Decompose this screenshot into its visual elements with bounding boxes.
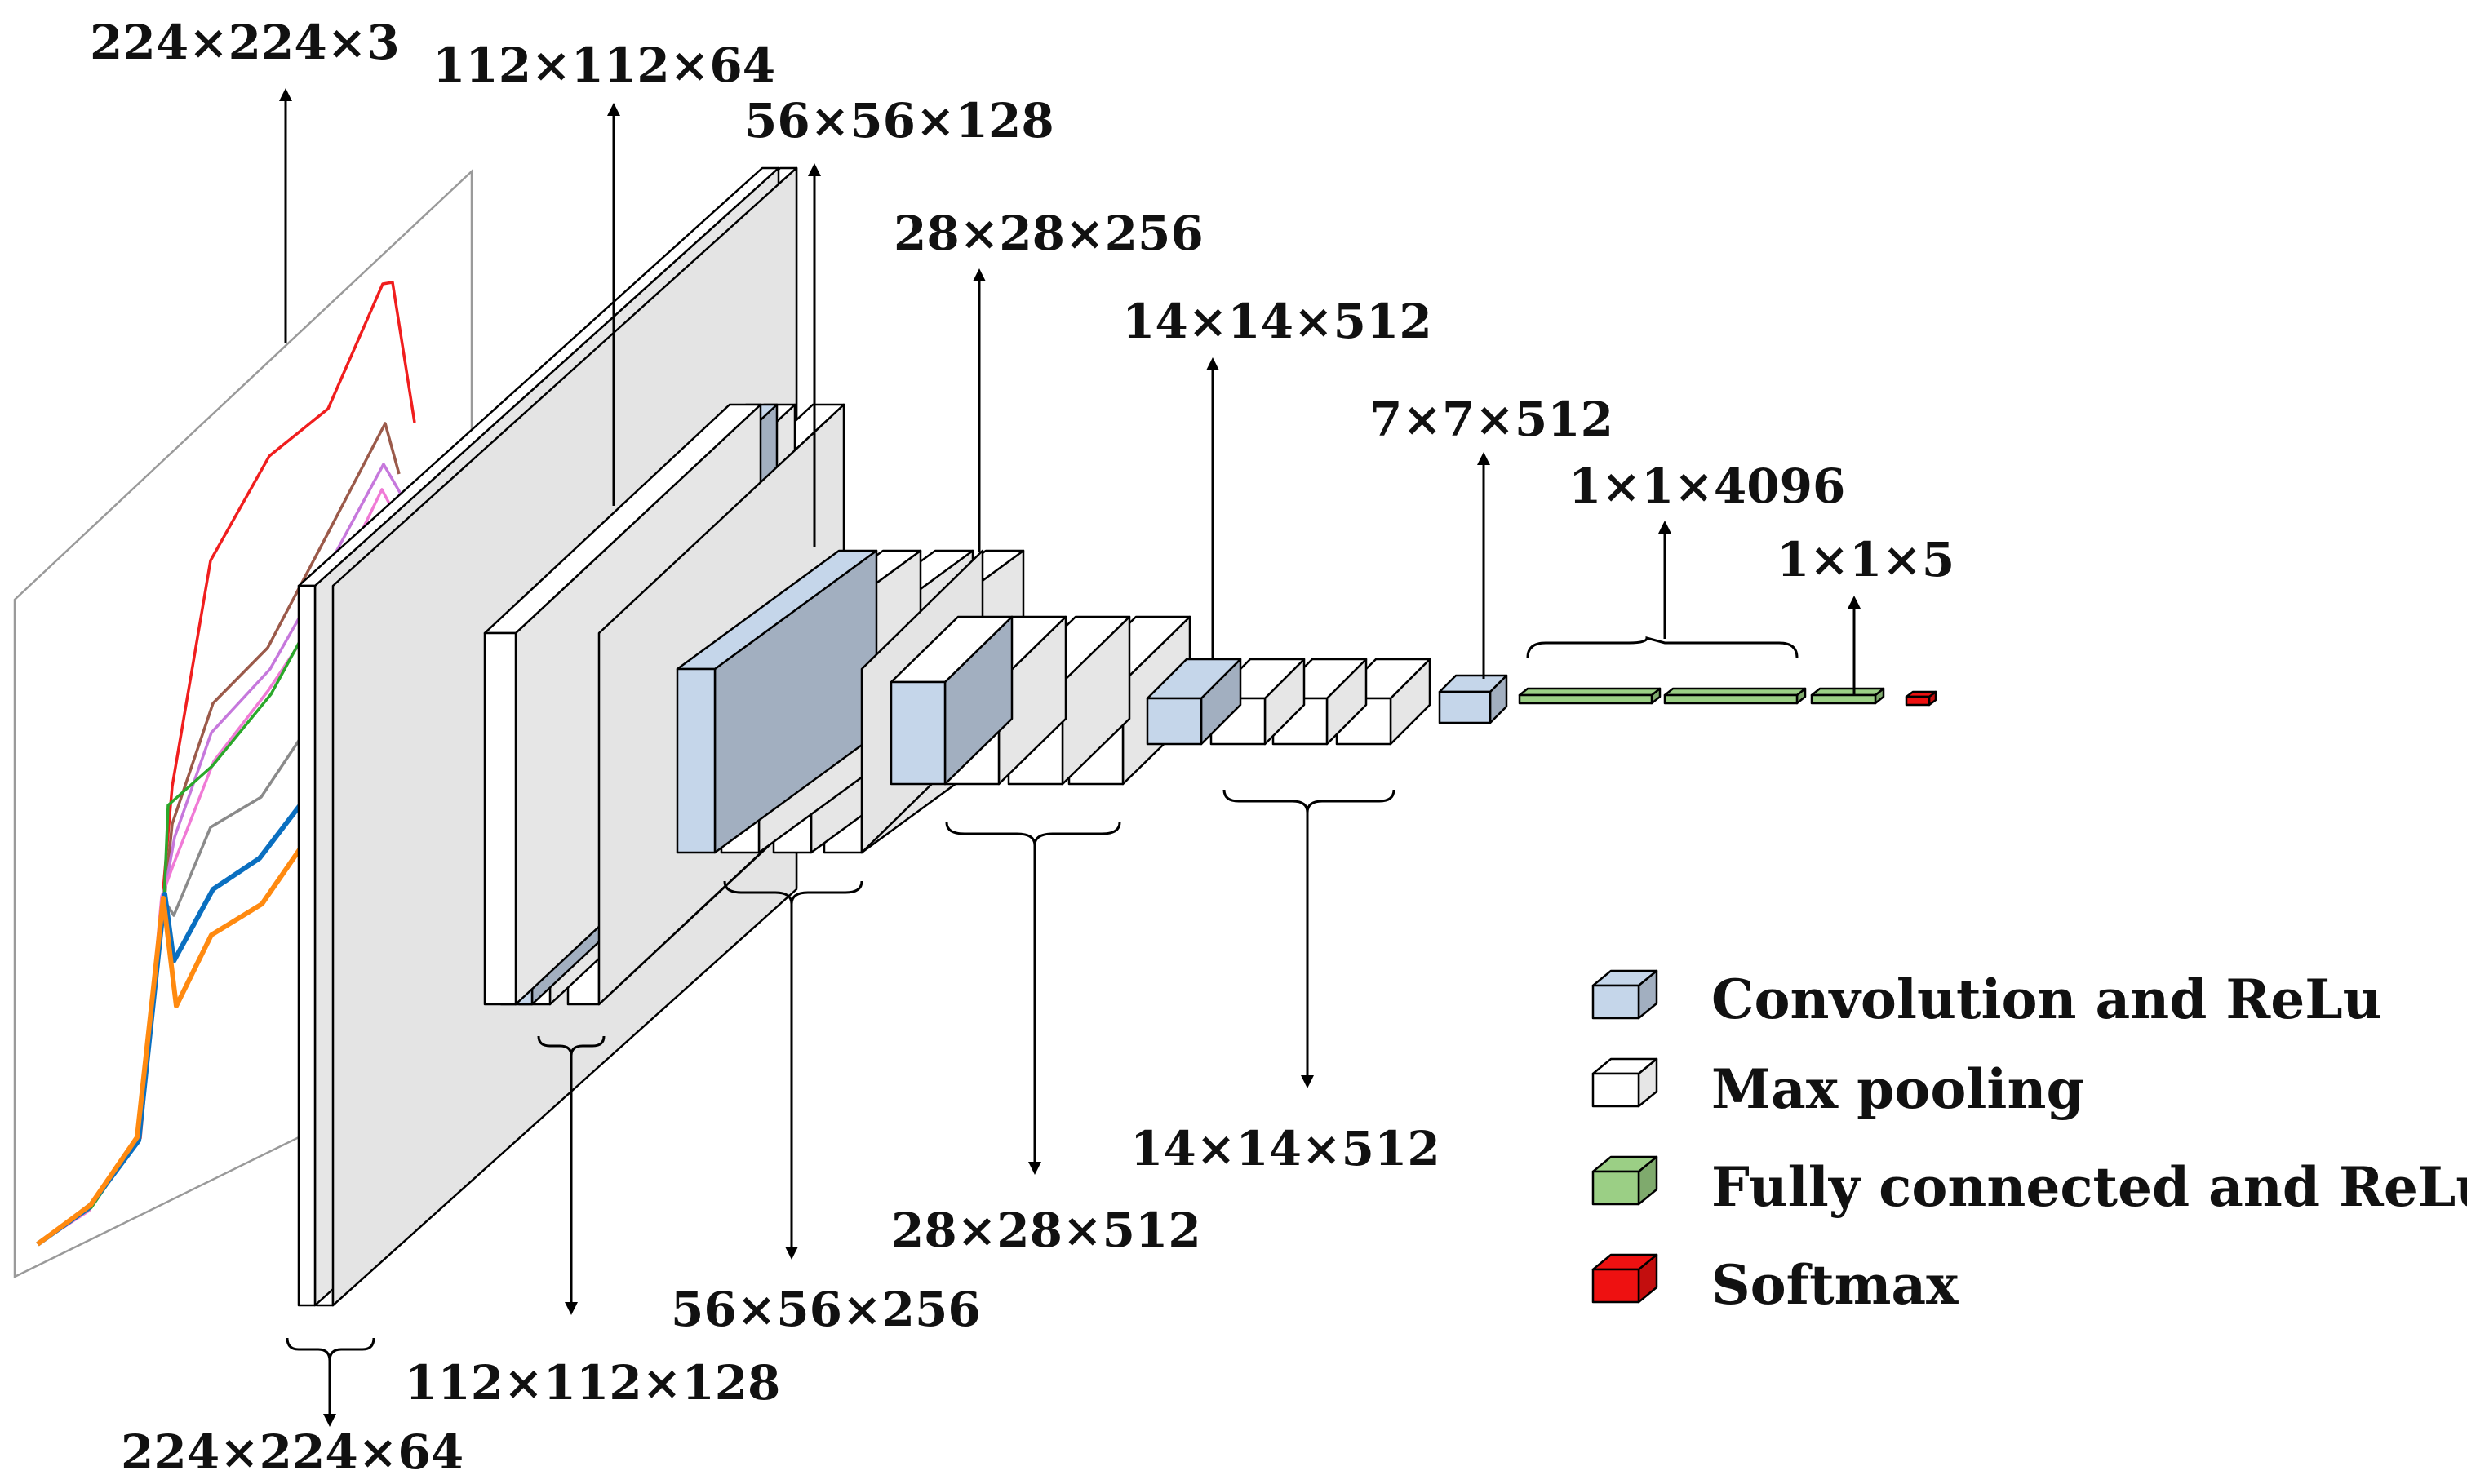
label-pool4: 14×14×512 [1122, 294, 1432, 349]
legend-max-pooling-label: Max pooling [1711, 1057, 2084, 1121]
legend-fully-connected-label: Fully connected and ReLu [1711, 1155, 2467, 1219]
fc2-block-front [1663, 693, 1799, 705]
fc3-block [1810, 687, 1885, 705]
label-conv3: 56×56×256 [671, 1282, 981, 1337]
label-output: 1×1×5 [1777, 532, 1955, 587]
label-pool1: 112×112×64 [433, 38, 775, 93]
dimension-labels: 224×224×3 112×112×64 56×56×128 28×28×256… [90, 15, 1955, 1480]
label-conv1: 224×224×64 [121, 1424, 464, 1480]
fc3-block-front [1810, 693, 1877, 705]
label-conv5: 14×14×512 [1130, 1121, 1440, 1176]
dimension-arrows [279, 88, 1861, 1427]
grouping-braces [286, 636, 1799, 1362]
legend-softmax-swatch-front [1591, 1268, 1640, 1304]
pool5-block [1438, 674, 1508, 724]
label-fc: 1×1×4096 [1568, 458, 1845, 514]
legend-fully-connected-swatch [1591, 1155, 1658, 1206]
label-input: 224×224×3 [90, 15, 400, 70]
legend-swatches [1591, 969, 1658, 1304]
label-pool2: 56×56×128 [744, 93, 1054, 148]
stage2-conv-0-front [483, 631, 517, 1006]
stage5-conv-1-front [1146, 697, 1203, 746]
legend-max-pooling-swatch-front [1591, 1072, 1640, 1108]
legend-convolution-swatch-front [1591, 984, 1640, 1020]
label-conv2: 112×112×128 [405, 1355, 780, 1411]
fc1-block-front [1518, 693, 1653, 705]
stage5-conv-1 [1146, 658, 1242, 746]
input-curve-8 [36, 847, 303, 1247]
legend-convolution-swatch [1591, 969, 1658, 1020]
fc1-block [1518, 687, 1662, 705]
legend: Convolution and ReLu Max pooling Fully c… [1591, 968, 2467, 1317]
legend-softmax-swatch [1591, 1253, 1658, 1304]
stage4-conv-1-front [890, 680, 947, 786]
fc2-block [1663, 687, 1807, 705]
softmax-block [1905, 690, 1937, 707]
legend-max-pooling-swatch [1591, 1057, 1658, 1108]
softmax-block-front [1905, 695, 1931, 707]
pool5-block-front [1438, 690, 1492, 724]
label-pool5: 7×7×512 [1369, 392, 1613, 447]
legend-convolution-label: Convolution and ReLu [1711, 968, 2382, 1031]
label-conv4: 28×28×512 [891, 1203, 1201, 1258]
legend-softmax-label: Softmax [1711, 1253, 1959, 1317]
stage1-conv-slab-1-front [297, 584, 317, 1307]
stage4-conv-1 [890, 615, 1014, 786]
stage3-conv-1-front [676, 667, 717, 854]
stage3-conv-1 [676, 549, 878, 854]
legend-fully-connected-swatch-front [1591, 1170, 1640, 1206]
layer-blocks [297, 166, 1937, 1307]
label-pool3: 28×28×256 [894, 206, 1204, 261]
